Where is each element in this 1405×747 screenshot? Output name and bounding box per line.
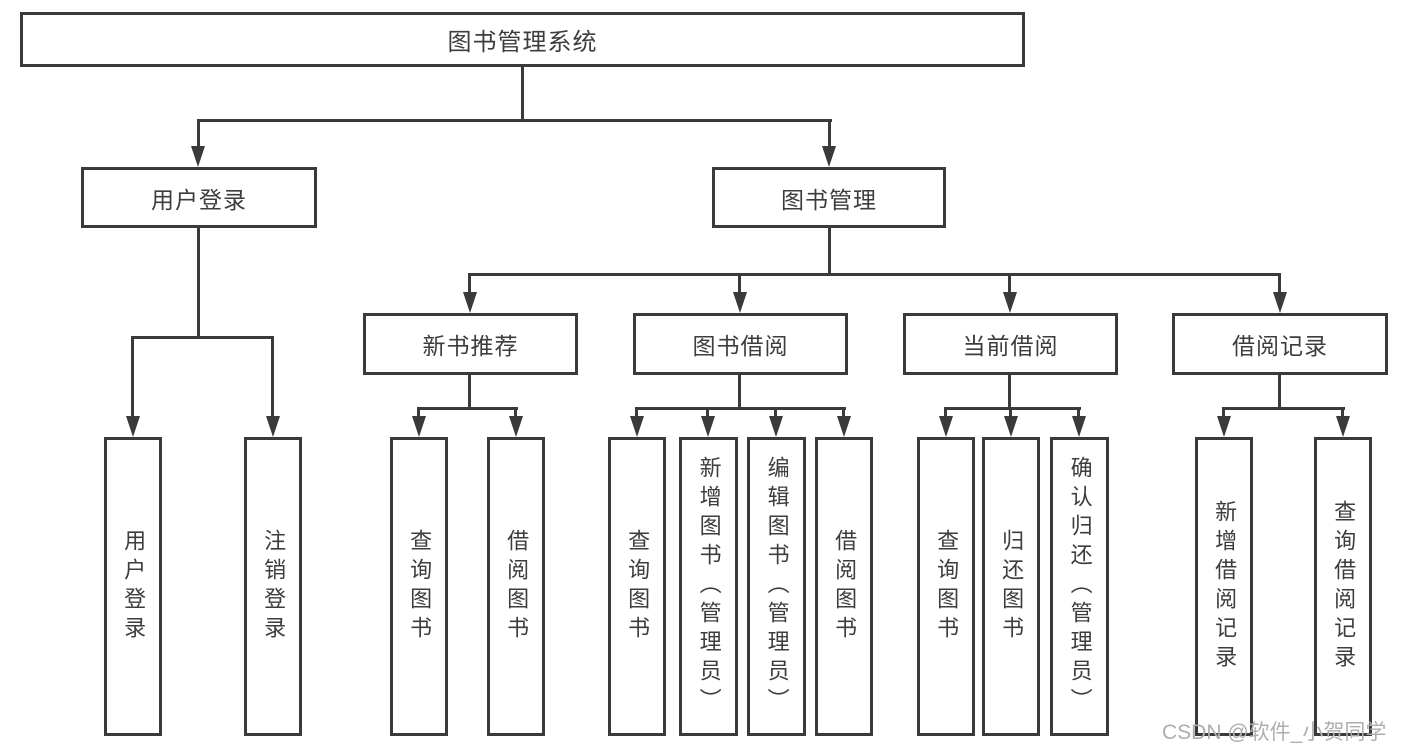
leaf-borrow-books-recommend: 借阅图书 <box>487 437 545 736</box>
node-borrowing-records-label: 借阅记录 <box>1232 333 1328 359</box>
leaf-add-borrow-record-label: 新增借阅记录 <box>1212 499 1238 674</box>
leaf-query-books-recommend-label: 查询图书 <box>407 528 433 645</box>
node-book-borrowing-label: 图书借阅 <box>692 333 789 359</box>
connector-line <box>1008 273 1011 295</box>
arrow-down-icon <box>822 146 836 167</box>
leaf-query-borrow-record: 查询借阅记录 <box>1314 437 1372 736</box>
connector-line <box>774 407 777 418</box>
connector-line <box>738 273 741 295</box>
leaf-confirm-return-admin-label: 确认归还（管理员） <box>1067 456 1093 717</box>
connector-line <box>468 375 471 407</box>
leaf-add-books-admin-label: 新增图书（管理员） <box>696 456 722 717</box>
connector-line <box>417 407 420 418</box>
arrow-down-icon <box>837 416 851 437</box>
node-book-borrowing: 图书借阅 <box>633 313 848 375</box>
arrow-down-icon <box>1273 292 1287 313</box>
node-library-system: 图书管理系统 <box>20 12 1025 67</box>
node-library-system-label: 图书管理系统 <box>447 29 598 56</box>
node-current-borrowing-label: 当前借阅 <box>962 333 1059 359</box>
connector-line <box>1278 273 1281 295</box>
connector-line <box>635 407 638 418</box>
node-book-management: 图书管理 <box>712 167 946 228</box>
arrow-down-icon <box>126 416 140 437</box>
leaf-query-books-borrowing: 查询图书 <box>608 437 666 736</box>
arrow-down-icon <box>1336 416 1350 437</box>
arrow-down-icon <box>1004 416 1018 437</box>
arrow-down-icon <box>733 292 747 313</box>
arrow-down-icon <box>412 416 426 437</box>
connector-line <box>468 273 471 295</box>
arrow-down-icon <box>939 416 953 437</box>
leaf-query-books-current-label: 查询图书 <box>934 528 960 645</box>
arrow-down-icon <box>769 416 783 437</box>
arrow-down-icon <box>1217 416 1231 437</box>
leaf-logout: 注销登录 <box>244 437 302 736</box>
arrow-down-icon <box>463 292 477 313</box>
connector-line <box>635 407 846 410</box>
leaf-query-books-current: 查询图书 <box>917 437 975 736</box>
connector-line <box>842 407 845 418</box>
connector-line <box>1278 375 1281 407</box>
node-new-book-recommend-label: 新书推荐 <box>422 333 519 359</box>
leaf-query-books-recommend: 查询图书 <box>390 437 448 736</box>
leaf-user-login-label: 用户登录 <box>121 528 147 645</box>
node-user-login: 用户登录 <box>81 167 317 228</box>
arrow-down-icon <box>266 416 280 437</box>
connector-line <box>828 228 831 275</box>
csdn-watermark: CSDN @软件_小贺同学 <box>1162 721 1387 744</box>
node-new-book-recommend: 新书推荐 <box>363 313 578 375</box>
leaf-edit-books-admin: 编辑图书（管理员） <box>747 437 806 736</box>
arrow-down-icon <box>1072 416 1086 437</box>
connector-line <box>131 336 274 339</box>
connector-line <box>514 407 517 418</box>
leaf-borrow-books: 借阅图书 <box>815 437 873 736</box>
leaf-add-borrow-record: 新增借阅记录 <box>1195 437 1253 736</box>
arrow-down-icon <box>701 416 715 437</box>
connector-line <box>521 67 524 119</box>
arrow-down-icon <box>1003 292 1017 313</box>
connector-line <box>1077 407 1080 418</box>
connector-line <box>468 273 1281 276</box>
connector-line <box>738 375 741 407</box>
connector-line <box>1222 407 1345 410</box>
node-user-login-label: 用户登录 <box>151 186 247 213</box>
connector-line <box>271 336 274 417</box>
leaf-borrow-books-recommend-label: 借阅图书 <box>504 528 530 645</box>
leaf-query-books-borrowing-label: 查询图书 <box>625 528 651 645</box>
arrow-down-icon <box>191 146 205 167</box>
arrow-down-icon <box>630 416 644 437</box>
leaf-query-borrow-record-label: 查询借阅记录 <box>1331 499 1357 674</box>
connector-line <box>944 407 1081 410</box>
connector-line <box>1008 375 1011 407</box>
leaf-add-books-admin: 新增图书（管理员） <box>679 437 738 736</box>
leaf-return-books-label: 归还图书 <box>999 528 1025 645</box>
connector-line <box>197 228 200 336</box>
connector-line <box>197 119 832 122</box>
node-current-borrowing: 当前借阅 <box>903 313 1118 375</box>
connector-line <box>944 407 947 418</box>
connector-line <box>1222 407 1225 418</box>
connector-line <box>1341 407 1344 418</box>
node-borrowing-records: 借阅记录 <box>1172 313 1388 375</box>
leaf-return-books: 归还图书 <box>982 437 1040 736</box>
connector-line <box>417 407 518 410</box>
leaf-user-login: 用户登录 <box>104 437 162 736</box>
arrow-down-icon <box>509 416 523 437</box>
connector-line <box>828 119 831 148</box>
leaf-edit-books-admin-label: 编辑图书（管理员） <box>764 456 790 717</box>
leaf-borrow-books-label: 借阅图书 <box>832 528 858 645</box>
connector-line <box>706 407 709 418</box>
leaf-confirm-return-admin: 确认归还（管理员） <box>1050 437 1109 736</box>
node-book-management-label: 图书管理 <box>781 186 877 213</box>
connector-line <box>1009 407 1012 418</box>
leaf-logout-label: 注销登录 <box>261 528 287 645</box>
connector-line <box>197 119 200 148</box>
connector-line <box>131 336 134 417</box>
